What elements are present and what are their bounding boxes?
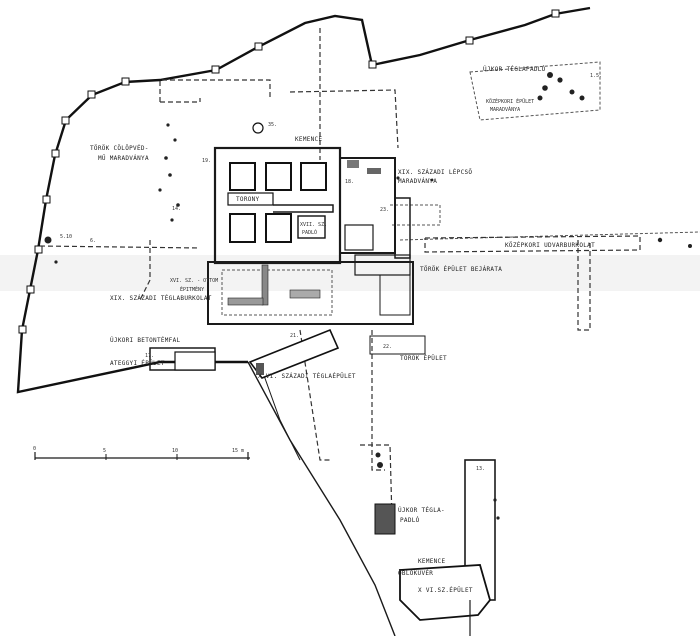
number-21: 21. [290,333,299,339]
number-23: 23. [380,207,389,213]
southern-buildings [149,328,496,636]
number-6: 6. [90,238,96,244]
northeast-medieval-building [469,61,601,121]
post-holes [44,122,692,520]
label-kemence-bottom: KEMENCE [418,558,445,565]
scale-tick-5: 5 [103,448,106,454]
label-lepcso-maradvanya: MARADVÁNYA [398,178,437,185]
label-ujkor-tegla-bottom-2: PADLÓ [400,517,420,524]
number-19: 19. [202,158,211,164]
label-kemence-top: KEMENCE [295,136,322,143]
number-15: 1.5. [590,73,602,79]
label-padlo: PADLÓ [302,229,317,236]
scale-tick-0: 0 [33,446,36,452]
label-ateggyi-epulet: ATEGGYI ÉPÜLET [110,359,165,367]
label-xvi-teglaepulet: X VI. SZÁZADI TÉGLAÉPÜLET [258,372,356,380]
label-xix-teglaburk: XIX. SZÁZADI TÉGLABURKOLAT [110,294,212,302]
scale-tick-15: 15 m [232,448,244,454]
label-xvii-sz: XVII. SZ. [300,222,327,228]
number-17: 17. [145,353,154,359]
label-ujkor-tegla-top: ÚJKOR TÉGLAPADLÓ [483,65,546,73]
number-18: 18. [345,179,354,185]
label-torok-epulet: TÖRÖK ÉPÜLET [400,354,447,362]
plan-numbers: 6. 35. 19. 18. 23. 14. 17. 21. 22. 13. 1… [60,73,602,472]
slope-line-inner [261,369,301,461]
label-epitmeny: ÉPITMÉNY [180,285,204,293]
label-kozepkori-epulet: KÖZÉPKORI ÉPÜLET [486,97,534,105]
label-torok-epulet-bejarat: TÖRÖK ÉPÜLET BEJÁRATA [420,265,502,273]
label-torok-colop: TÖRÖK CÖLÖPVÉD- [90,144,149,152]
label-kozepkori-epulet-2: MARADVÁNYA [490,106,520,113]
slope-line [247,361,396,636]
outer-palisade-wall [16,6,591,394]
plan-labels: KEMENCE TÖRÖK CÖLÖPVÉD- MŰ MARADVÁNYA TO… [90,65,595,594]
number-35: 35. [268,122,277,128]
label-ujkor-tegla-bottom: ÚJKOR TÉGLA- [398,506,445,514]
label-xvi-sz: XVI. SZ. - OTTOM [170,278,218,284]
label-torony: TORONY [236,196,260,203]
number-5-10: 5.10 [60,234,72,240]
central-castle-complex [207,146,414,325]
scale-tick-10: 10 [172,448,178,454]
scan-band [0,255,700,291]
number-14: 14. [172,206,181,212]
number-22: 22. [383,344,392,350]
label-torok-colop-2: MŰ MARADVÁNYA [98,155,149,162]
dashed-trench-outlines [39,28,700,521]
number-13: 13. [476,466,485,472]
label-xvi-sz-epulet: X VI.SZ.ÉPÜLET [418,586,473,594]
label-ujkori-beton: ÚJKORI BETONTÉMFAL [110,336,181,344]
scale-bar: 0 5 10 15 m [33,446,250,460]
label-xix-lepcso: XIX. SZÁZADI LÉPCSŐ [398,168,472,176]
label-obloku-ver: ÖBLÖKÜVÉR [398,569,433,577]
label-kozepkori-udvar: KÖZÉPKORI UDVARBURKOLAT [505,241,595,249]
